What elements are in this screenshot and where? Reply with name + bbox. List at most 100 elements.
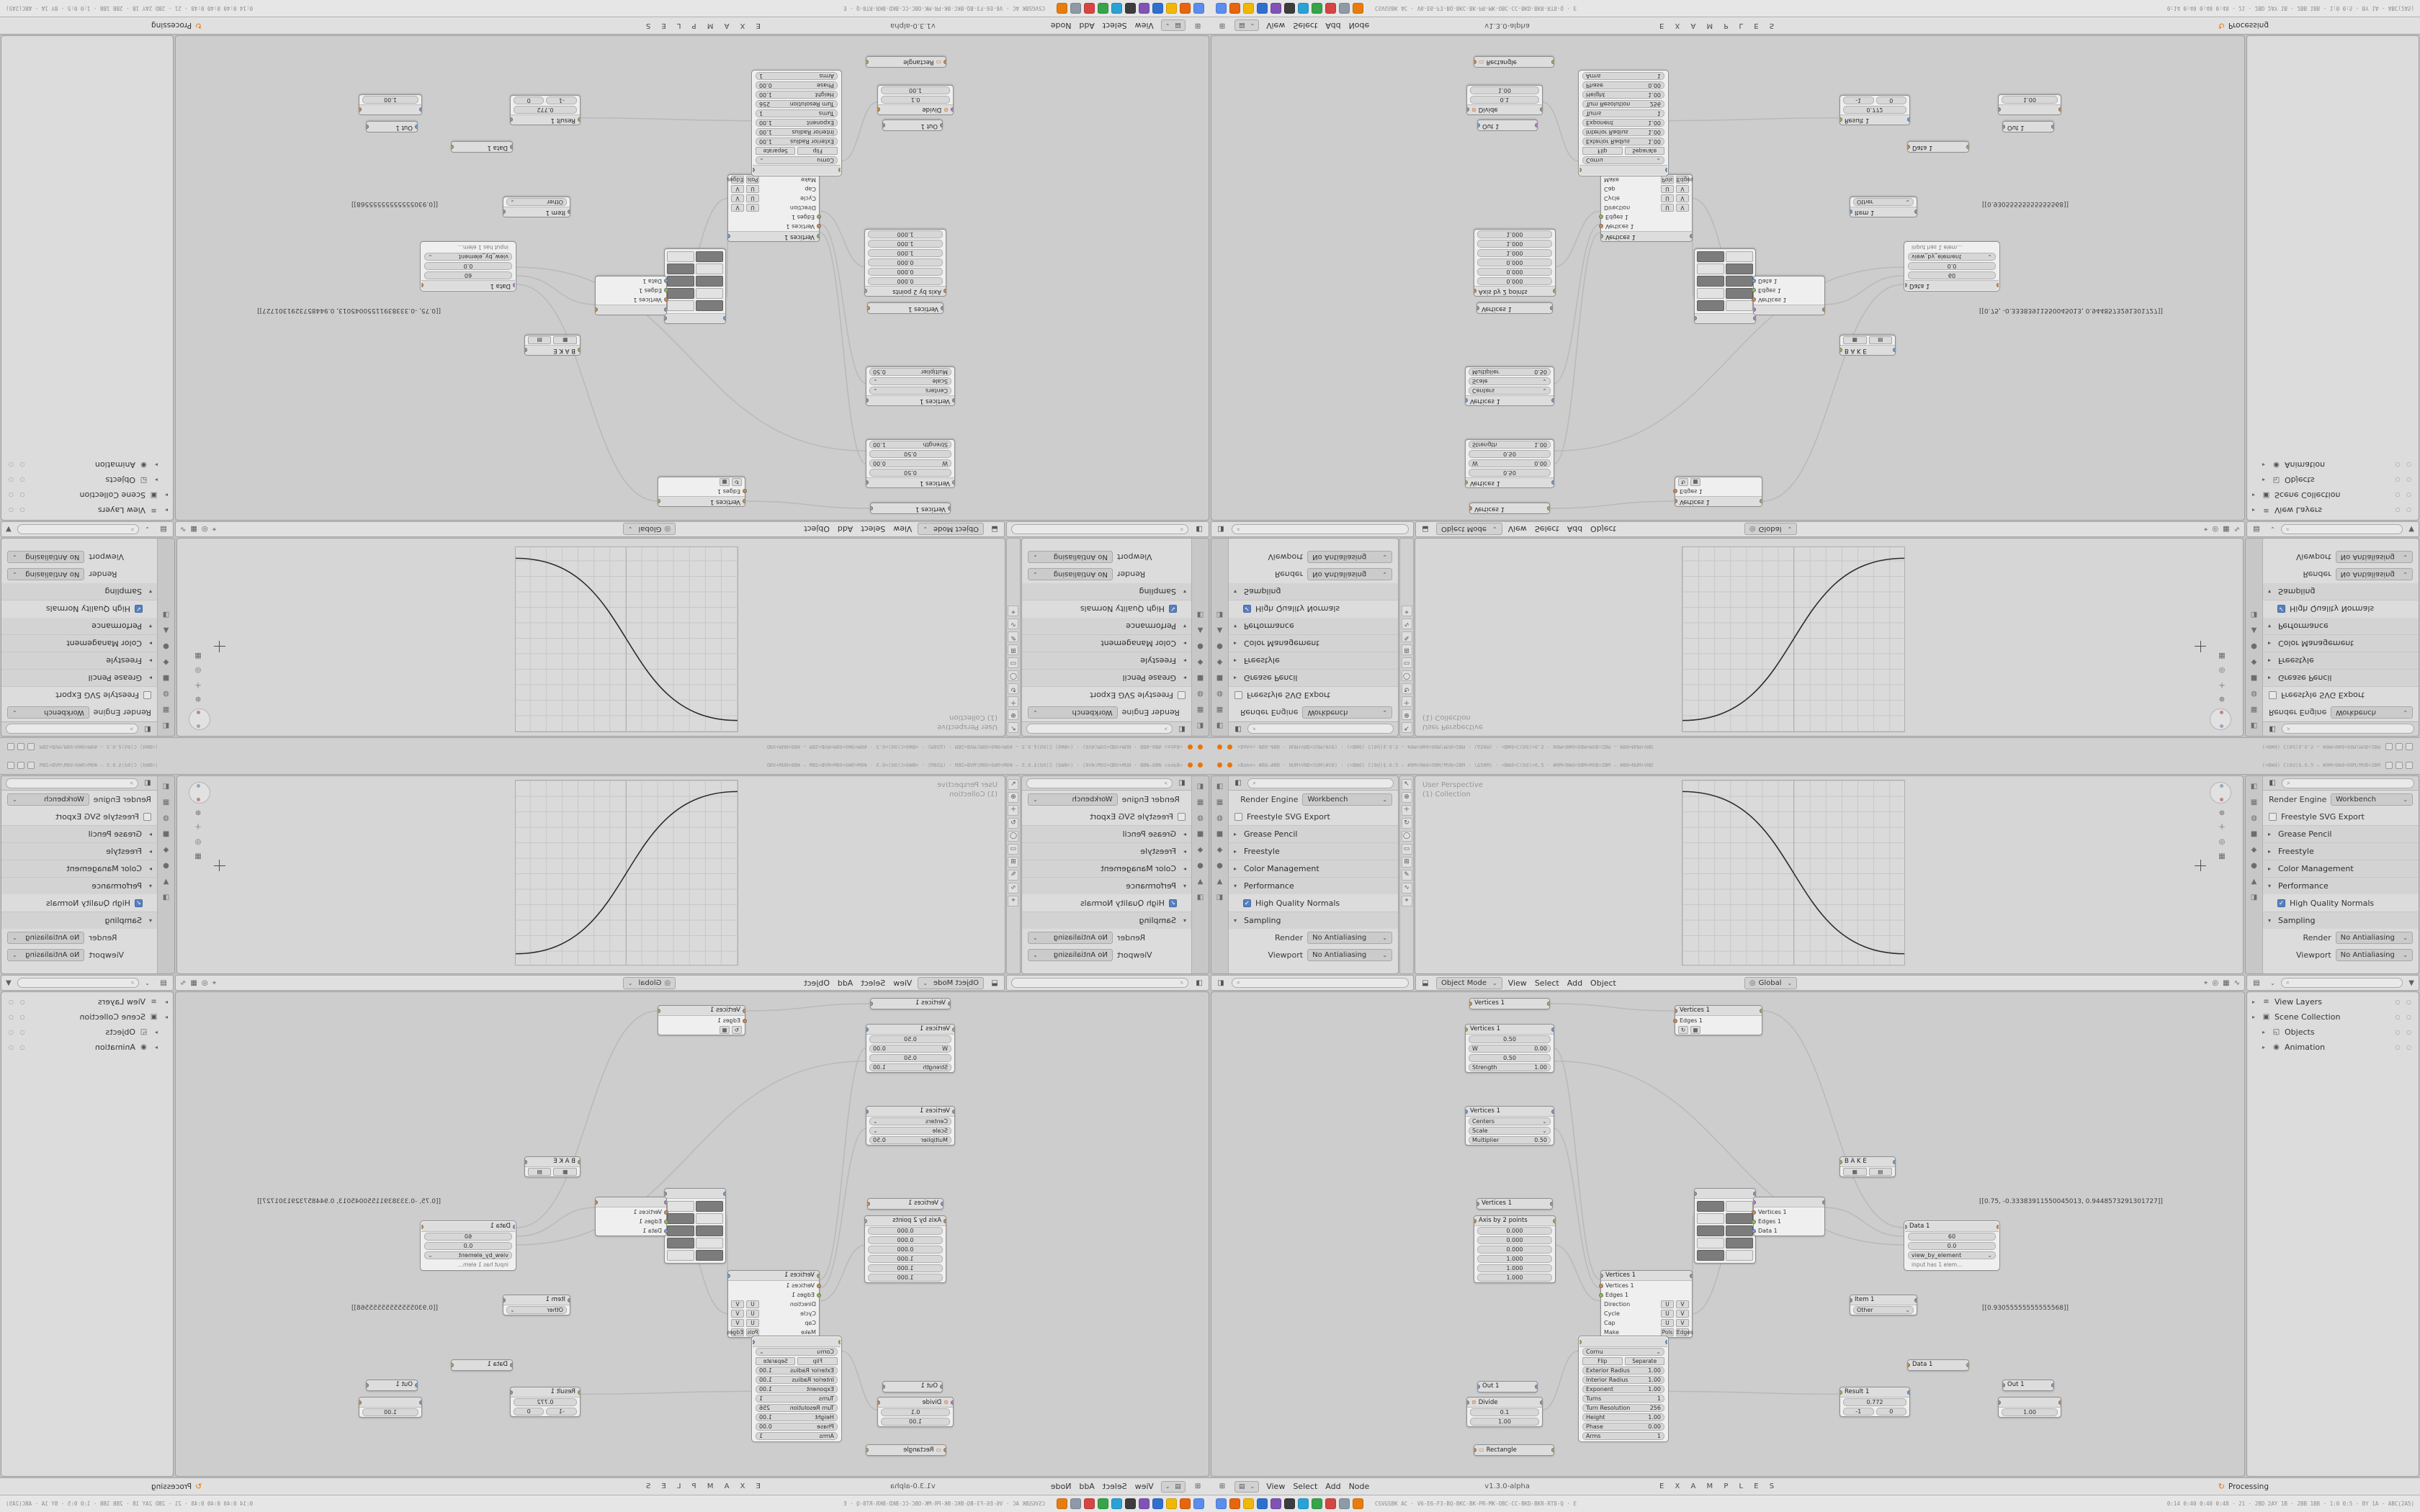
value-field[interactable]: 0.0 [424,1242,512,1250]
taskbar-icon-chat[interactable] [1298,3,1309,14]
checkbox-high-quality-normals[interactable]: ✓ [1243,605,1251,613]
toggle-u[interactable]: U [1661,1300,1674,1308]
button-flip[interactable]: Flip [797,1357,838,1365]
properties-tab-icon-7[interactable]: ◨ [2250,611,2258,618]
section-color-management[interactable]: ▸Color Management [2263,635,2419,652]
overlays-icon[interactable]: ▦ [2223,525,2230,534]
viewport-nav-icon-2[interactable]: ◎ [2218,838,2226,846]
output-socket[interactable] [1760,499,1762,503]
node-header[interactable] [665,313,725,323]
section-sampling[interactable]: ▾Sampling [1022,912,1191,929]
output-socket[interactable] [1893,348,1895,352]
bake-icon[interactable]: ▦ [720,478,730,486]
node-header[interactable] [665,1189,725,1199]
taskbar-icon-gimp[interactable] [1139,1498,1150,1509]
node-data-1[interactable]: Data 1 [451,141,513,153]
section-grease-pencil[interactable]: ▸Grease Pencil [2263,825,2419,842]
output-socket[interactable] [665,316,667,320]
input-socket[interactable] [513,283,515,287]
value-field[interactable]: 1.000 [1477,1255,1552,1263]
node-header[interactable]: Item 1 [503,1295,570,1305]
properties-tab-icon-2[interactable]: ◍ [1216,814,1223,822]
viewport-nav-icon-1[interactable]: ＋ [194,824,202,832]
toggle-cell[interactable] [1697,1238,1724,1248]
output-socket[interactable] [878,107,880,112]
output-socket[interactable] [1553,289,1555,293]
toggle-v[interactable]: V [1676,1319,1689,1327]
dropdown-cornu[interactable]: Cornu⌄ [1582,1348,1664,1356]
outliner-row-objects[interactable]: ▸◱Objects○ ○ [1,472,173,487]
node-item[interactable] [664,248,726,324]
output-socket[interactable] [511,117,513,122]
toggle-cell[interactable] [1726,1213,1753,1224]
expander-arrow-icon[interactable]: ▸ [164,507,168,513]
section-sampling[interactable]: ▾Sampling [1229,912,1398,929]
properties-filter-input[interactable]: ⌕ [1232,978,1409,988]
button-item[interactable]: ▤ [528,336,552,344]
menu-node[interactable]: Node [1050,1482,1072,1491]
proportional-icon[interactable]: ◎ [201,978,208,987]
visibility-icons[interactable]: ○ ○ [6,507,25,513]
visibility-icons[interactable]: ○ ○ [6,462,25,468]
node-item[interactable]: 1.00 [1998,1397,2061,1418]
checkbox-freestyle-svg-export[interactable] [143,812,151,821]
tool-icon-9[interactable]: ⌖ [1401,896,1412,906]
toggle-cell[interactable] [696,276,723,287]
dropdown-viewport[interactable]: No Antialiasing⌄ [2335,551,2413,564]
output-socket[interactable] [1753,316,1755,320]
output-socket[interactable] [1822,1200,1824,1205]
properties-filter-input[interactable]: ⌕ [1232,524,1409,534]
toggle-cell[interactable] [696,288,723,299]
properties-tab-icon-5[interactable]: ● [1197,642,1204,650]
checkbox-high-quality-normals[interactable]: ✓ [1243,899,1251,907]
toggle-pols[interactable]: Pols [746,176,759,184]
button-separate[interactable]: Separate [1624,147,1664,155]
input-socket[interactable] [1754,307,1756,312]
checkbox-freestyle-svg-export[interactable] [143,691,151,700]
node-header[interactable]: Out 1 [367,122,417,132]
properties-tab-icon-4[interactable]: ◆ [163,846,169,854]
section-grease-pencil[interactable]: ▸Grease Pencil [2263,670,2419,687]
tool-icon-3[interactable]: ↻ [1008,818,1019,829]
node-out-1[interactable]: Out 1 [1477,120,1538,131]
taskbar-icon-system-monitor[interactable] [1098,3,1108,14]
input-socket[interactable] [1466,480,1468,485]
section-grease-pencil[interactable]: ▸Grease Pencil [1,825,157,842]
viewport-3d[interactable]: User Perspective(1) Collection ⊕＋◎▦ [176,538,1005,737]
menu-view[interactable]: View [1266,1482,1286,1491]
value-field[interactable]: 1.00 [881,86,950,94]
value-field[interactable]: 0.0 [424,262,512,270]
menu-object[interactable]: Object [804,524,830,534]
properties-tab-icon-0[interactable]: ◧ [162,721,170,729]
refresh-icon[interactable]: ↻ [732,478,742,486]
input-socket[interactable] [578,117,580,122]
menu-select[interactable]: Select [1293,1482,1318,1491]
node-rectangle[interactable]: ▭Rectangle [866,1444,946,1456]
snap-icon[interactable]: ⌖ [2203,978,2208,987]
input-socket[interactable] [838,168,841,172]
node-tree-dropdown[interactable]: ▤ ⌄ [1234,1480,1260,1493]
section-color-management[interactable]: ▸Color Management [1229,860,1398,877]
tool-icon-5[interactable]: ▭ [1008,657,1019,668]
output-socket[interactable] [2058,1400,2061,1405]
node-b-a-k-e[interactable]: B A K E▦▤ [524,1156,581,1177]
toggle-pols[interactable]: Pols [1661,176,1674,184]
properties-tab-icon-5[interactable]: ● [1216,642,1223,650]
properties-tab-icon-3[interactable]: ■ [1216,830,1224,838]
tool-icon-9[interactable]: ⌖ [1008,896,1019,906]
dropdown-viewport[interactable]: No Antialiasing⌄ [7,948,85,961]
dropdown-viewport[interactable]: No Antialiasing⌄ [1028,948,1113,961]
taskbar-icon-chat[interactable] [1111,1498,1122,1509]
filter-icon[interactable]: ▼ [2408,525,2414,534]
output-socket[interactable] [359,107,362,112]
properties-filter-input[interactable]: ⌕ [1011,524,1188,534]
